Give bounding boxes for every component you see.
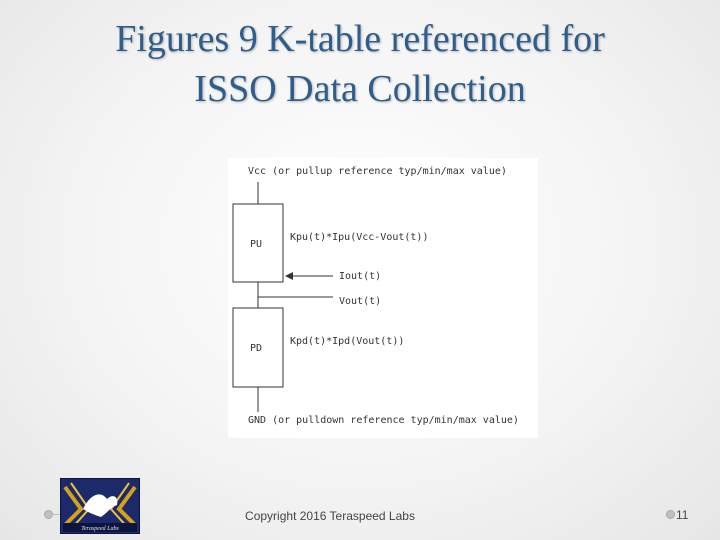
vout-label: Vout(t) xyxy=(339,296,381,307)
pu-formula: Kpu(t)*Ipu(Vcc-Vout(t)) xyxy=(290,232,428,243)
pd-formula: Kpd(t)*Ipd(Vout(t)) xyxy=(290,336,404,347)
title-line-2: ISSO Data Collection xyxy=(194,68,526,110)
slide-title: Figures 9 K-table referenced for ISSO Da… xyxy=(40,14,680,114)
vcc-label: Vcc (or pullup reference typ/min/max val… xyxy=(248,166,507,177)
copyright-text: Copyright 2016 Teraspeed Labs xyxy=(245,509,415,523)
gnd-label: GND (or pulldown reference typ/min/max v… xyxy=(248,415,519,426)
footer-bullet-right xyxy=(666,510,675,519)
iout-label: Iout(t) xyxy=(339,271,381,282)
teraspeed-logo: Teraspeed Labs xyxy=(60,478,140,534)
diagram-svg: Vcc (or pullup reference typ/min/max val… xyxy=(232,166,519,426)
k-table-diagram: Vcc (or pullup reference typ/min/max val… xyxy=(228,158,538,438)
pu-label: PU xyxy=(250,239,262,250)
pd-label: PD xyxy=(250,343,262,354)
footer-rule-left xyxy=(48,514,66,515)
logo-text: Teraspeed Labs xyxy=(81,526,119,532)
title-line-1: Figures 9 K-table referenced for xyxy=(115,18,605,60)
logo-graphic: Teraspeed Labs xyxy=(61,479,139,533)
page-number: 11 xyxy=(676,508,689,522)
